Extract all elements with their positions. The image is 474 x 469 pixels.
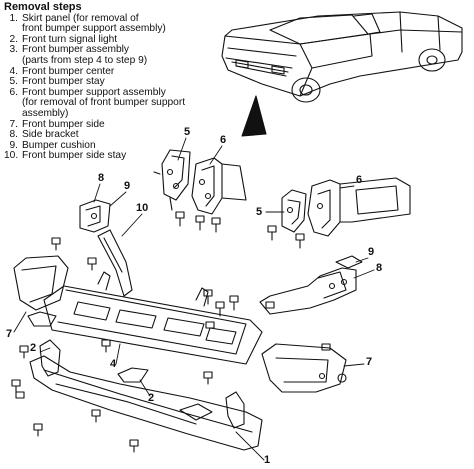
bumper-end-stay-right bbox=[225, 391, 245, 429]
step-text: Bumper cushion bbox=[22, 139, 96, 151]
callout-2: 2 bbox=[148, 392, 155, 404]
callout-4: 4 bbox=[110, 358, 117, 370]
step-item: 2.Front turn signal light bbox=[4, 33, 244, 46]
callout-6: 6 bbox=[356, 174, 363, 186]
step-item: 7.Front bumper side bbox=[4, 118, 244, 131]
front-bumper-support-right bbox=[307, 177, 411, 237]
step-item: 5.Front bumper stay bbox=[4, 77, 244, 88]
step-text: Side bracket bbox=[22, 129, 79, 141]
step-number: 3. bbox=[9, 44, 19, 56]
step-text: Front bumper support assembly (for remov… bbox=[22, 86, 186, 119]
step-number: 10. bbox=[4, 150, 19, 162]
pointer-arrow bbox=[241, 95, 267, 137]
step-item: 8.Side bracket bbox=[4, 130, 244, 141]
bumper-end-stay-left bbox=[39, 339, 61, 377]
step-item: 4.Front bumper center bbox=[4, 65, 244, 78]
step-number: 1. bbox=[9, 12, 19, 24]
step-number: 4. bbox=[9, 65, 19, 77]
turn-signal-light-left bbox=[27, 311, 57, 327]
removal-steps-list: Removal steps 1.Skirt panel (for removal… bbox=[4, 2, 244, 162]
step-number: 7. bbox=[9, 118, 19, 130]
callout-8: 8 bbox=[376, 262, 383, 274]
callout-9: 9 bbox=[368, 246, 375, 258]
front-bumper-side-left bbox=[13, 255, 69, 311]
callout-1: 1 bbox=[264, 454, 271, 466]
callout-8: 8 bbox=[98, 172, 105, 184]
side-bracket-left bbox=[79, 199, 111, 233]
step-text: Front bumper side stay bbox=[22, 150, 127, 162]
step-item: 9.Bumper cushion bbox=[4, 139, 244, 152]
front-bumper-stay-left bbox=[153, 149, 191, 211]
callout-9: 9 bbox=[124, 180, 131, 192]
front-bumper-side-right bbox=[261, 343, 347, 393]
step-item: 1.Skirt panel (for removal of front bump… bbox=[4, 12, 244, 35]
step-number: 2. bbox=[9, 33, 19, 45]
front-bumper-side-stay bbox=[97, 229, 133, 297]
step-number: 5. bbox=[9, 76, 19, 88]
front-bumper-support-left bbox=[191, 157, 247, 215]
bolt-set-left bbox=[175, 211, 221, 233]
turn-signal-light-center bbox=[117, 367, 149, 383]
skirt-panel bbox=[29, 355, 263, 451]
step-text: Front turn signal light bbox=[22, 33, 118, 45]
side-bracket-right bbox=[259, 255, 363, 315]
step-text: Front bumper center bbox=[22, 65, 115, 77]
front-bumper-stay-right bbox=[281, 189, 307, 233]
step-number: 6. bbox=[9, 86, 19, 98]
step-text: Front bumper assembly (parts from step 4… bbox=[22, 44, 148, 66]
step-text: Skirt panel (for removal of front bumper… bbox=[22, 12, 166, 35]
step-item: 3.Front bumper assembly (parts from step… bbox=[4, 45, 244, 66]
bolt-set-right bbox=[267, 225, 305, 249]
callout-10: 10 bbox=[136, 202, 149, 214]
callout-7: 7 bbox=[366, 356, 373, 368]
step-item: 6.Front bumper support assembly (for rem… bbox=[4, 86, 244, 120]
loose-bolts bbox=[11, 237, 347, 453]
step-item: 10.Front bumper side stay bbox=[4, 151, 244, 162]
step-number: 9. bbox=[9, 139, 19, 151]
callout-2: 2 bbox=[30, 342, 37, 354]
callout-5: 5 bbox=[184, 126, 191, 138]
callout-7: 7 bbox=[6, 328, 13, 340]
pickup-truck-illustration bbox=[221, 11, 463, 103]
callout-6: 6 bbox=[220, 134, 227, 146]
step-text: Front bumper stay bbox=[22, 76, 105, 88]
step-text: Front bumper side bbox=[22, 118, 105, 130]
removal-steps-title: Removal steps bbox=[4, 1, 82, 13]
callout-5: 5 bbox=[256, 206, 263, 218]
front-bumper-center bbox=[43, 271, 263, 365]
step-number: 8. bbox=[9, 129, 19, 141]
bumper-cushion-plate bbox=[179, 403, 213, 421]
callout-leader-lines bbox=[13, 137, 375, 461]
